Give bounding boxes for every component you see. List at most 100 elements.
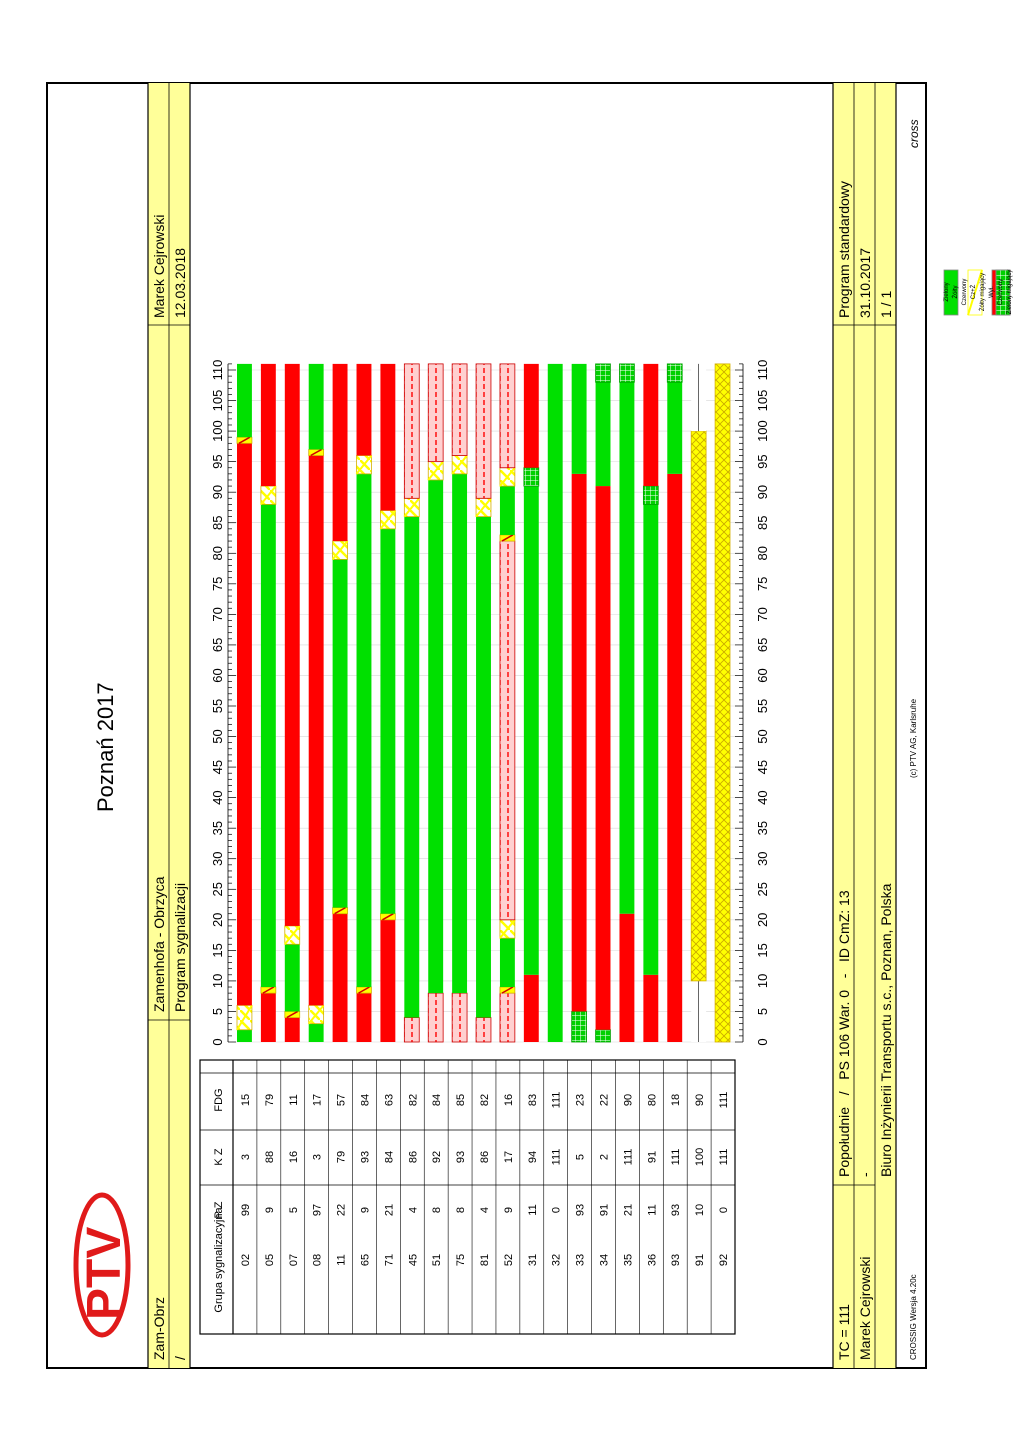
axis-label-top: 40 xyxy=(210,790,225,804)
table-cell-kz: 111 xyxy=(551,1149,563,1166)
legend-label: Wył. xyxy=(989,286,995,298)
table-header-1: P Z xyxy=(213,1201,225,1218)
table-cell-fdg: 16 xyxy=(503,1094,515,1106)
table-cell-group: 34 xyxy=(599,1254,611,1266)
table-cell-group: 51 xyxy=(431,1254,443,1266)
signal-bar-08 xyxy=(307,363,325,1042)
footer-version: CROSSIG Wersja 4.20c xyxy=(909,1274,918,1360)
bar-segment-r xyxy=(643,974,659,1042)
table-cell-fdg: 84 xyxy=(359,1094,371,1106)
axis-label-top: 20 xyxy=(210,913,225,927)
axis-label-bottom: 100 xyxy=(755,420,770,442)
signal-bar-51 xyxy=(427,363,444,1043)
page-border xyxy=(46,82,927,1369)
table-cell-pz: 11 xyxy=(527,1204,539,1215)
bar-segment-g xyxy=(308,1023,324,1042)
table-cell-kz: 86 xyxy=(479,1151,491,1163)
table-cell-pz: 0 xyxy=(551,1207,563,1213)
table-cell-group: 81 xyxy=(479,1254,491,1266)
bar-segment-r xyxy=(619,913,635,1042)
bar-segment-g xyxy=(452,473,468,994)
axis-label-top: 55 xyxy=(210,699,225,713)
table-cell-kz: 84 xyxy=(383,1151,395,1163)
table-cell-group: 71 xyxy=(383,1254,395,1266)
axis-label-bottom: 20 xyxy=(755,913,770,927)
table-cell-kz: 79 xyxy=(336,1151,348,1163)
signal-bar-92 xyxy=(714,363,731,1043)
legend-swatch xyxy=(995,269,1011,316)
table-cell-pz: 8 xyxy=(431,1207,443,1213)
axis-label-bottom: 55 xyxy=(755,699,770,713)
table-cell-kz: 86 xyxy=(407,1151,419,1163)
table-cell-fdg: 84 xyxy=(431,1094,443,1106)
bar-segment-gb xyxy=(642,485,659,505)
bar-segment-g xyxy=(667,382,683,474)
axis-label-top: 100 xyxy=(210,420,225,442)
bar-segment-g xyxy=(260,504,276,988)
legend-item-g xyxy=(943,269,959,316)
axis-label-bottom: 70 xyxy=(755,607,770,621)
legend-label: Cz+Ż xyxy=(970,284,977,299)
table-cell-kz: 94 xyxy=(527,1151,539,1163)
legend-swatch xyxy=(943,269,959,316)
axis-label-top: 85 xyxy=(210,515,225,529)
page-title: Poznań 2017 xyxy=(93,682,118,812)
bar-segment-g xyxy=(499,486,515,535)
bar-segment-r xyxy=(667,473,683,1042)
bar-segment-g xyxy=(643,504,659,975)
bar-segment-g xyxy=(523,486,539,975)
table-cell-fdg: 57 xyxy=(336,1094,348,1106)
table-cell-fdg: 82 xyxy=(407,1094,419,1106)
table-cell-pz: 9 xyxy=(503,1207,515,1213)
axis-label-bottom: 75 xyxy=(755,577,770,591)
bar-segment-rb xyxy=(499,363,516,469)
bar-segment-g xyxy=(356,473,372,988)
signal-bar-45 xyxy=(403,363,421,1043)
ptv-logo: PTV xyxy=(73,1192,131,1338)
footer-author: Marek Cejrowski xyxy=(857,1257,873,1360)
axis-label-bottom: 0 xyxy=(755,1038,770,1045)
bar-segment-gb xyxy=(619,363,635,383)
legend-label: Żółty xyxy=(952,285,959,298)
table-cell-kz: 17 xyxy=(503,1151,515,1163)
table-cell-kz: 92 xyxy=(431,1151,443,1163)
table-cell-group: 35 xyxy=(622,1254,634,1266)
bar-segment-r xyxy=(332,363,348,542)
bar-segment-g xyxy=(284,944,300,1012)
table-cell-kz: 3 xyxy=(312,1154,324,1160)
axis-label-top: 25 xyxy=(210,882,225,896)
bar-segment-yb xyxy=(714,363,731,1043)
signal-bar-81 xyxy=(475,363,492,1043)
table-cell-group: 11 xyxy=(336,1254,348,1265)
bar-segment-g xyxy=(308,363,324,450)
table-header-0: Grupa sygnalizacyjna xyxy=(213,1207,225,1313)
axis-label-top: 10 xyxy=(210,974,225,988)
axis-label-bottom: 60 xyxy=(755,668,770,682)
axis-label-top: 110 xyxy=(210,360,225,381)
table-cell-kz: 5 xyxy=(575,1154,587,1160)
footer-dash: - xyxy=(857,1172,873,1177)
table-cell-pz: 10 xyxy=(694,1204,706,1216)
axis-label-top: 50 xyxy=(210,729,225,743)
table-cell-group: 75 xyxy=(455,1254,467,1266)
signal-bar-71 xyxy=(379,363,397,1042)
table-cell-fdg: 80 xyxy=(646,1094,658,1106)
table-cell-pz: 4 xyxy=(407,1207,419,1213)
bar-segment-rb xyxy=(451,363,468,456)
bar-segment-gb xyxy=(595,1029,611,1043)
table-cell-fdg: 23 xyxy=(575,1094,587,1106)
table-cell-pz: 21 xyxy=(622,1204,634,1216)
bar-segment-r xyxy=(332,913,348,1042)
table-cell-kz: 91 xyxy=(646,1151,658,1163)
bar-segment-rb xyxy=(451,992,468,1043)
